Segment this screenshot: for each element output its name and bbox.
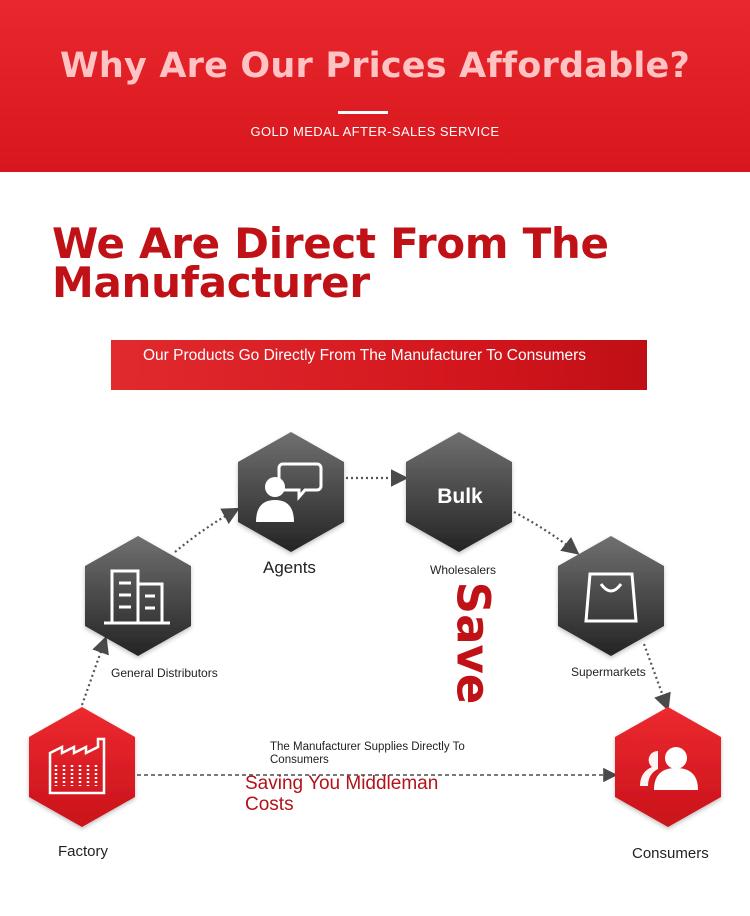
- save-callout: Save: [437, 582, 509, 705]
- node-factory: [29, 707, 135, 827]
- direct-banner-text: Our Products Go Directly From The Manufa…: [143, 347, 587, 364]
- connector-distributors-to-agents: [174, 507, 240, 553]
- label-general-distributors: General Distributors: [111, 666, 218, 680]
- save-text: Save: [446, 581, 500, 705]
- header-banner: Why Are Our Prices Affordable? GOLD MEDA…: [0, 0, 750, 172]
- label-supermarkets: Supermarkets: [571, 665, 646, 679]
- banner-title: Why Are Our Prices Affordable?: [60, 46, 690, 86]
- node-wholesalers: [406, 432, 512, 552]
- label-wholesalers: Wholesalers: [430, 563, 497, 577]
- bulk-label: Bulk: [437, 485, 483, 508]
- direct-supply-note: The Manufacturer Supplies Directly To Co…: [270, 741, 465, 766]
- direct-banner: Our Products Go Directly From The Manufa…: [111, 340, 647, 390]
- shopping-bag-icon: [584, 572, 638, 623]
- connector-factory-to-distributors: [80, 635, 109, 706]
- headline-line-1: We Are Direct From The: [52, 219, 609, 268]
- node-consumers: [615, 707, 721, 827]
- label-factory: Factory: [58, 843, 109, 860]
- headline: We Are Direct From The Manufacturer: [52, 219, 692, 307]
- label-agents: Agents: [263, 558, 316, 577]
- banner-subtitle: GOLD MEDAL AFTER-SALES SERVICE: [250, 124, 500, 139]
- users-icon: [640, 747, 698, 790]
- building-icon: [104, 569, 170, 625]
- connector-wholesalers-to-supermarkets: [513, 511, 580, 555]
- label-consumers: Consumers: [632, 845, 709, 862]
- connector-supermarkets-to-consumers: [642, 643, 671, 712]
- node-agents: [238, 432, 344, 552]
- chat-person-icon: [256, 462, 323, 522]
- headline-line-2: Manufacturer: [52, 258, 370, 307]
- factory-icon: [48, 737, 106, 795]
- node-supermarkets: [558, 536, 664, 656]
- saving-costs-note: Saving You Middleman Costs: [245, 773, 439, 815]
- banner-divider: [338, 111, 388, 114]
